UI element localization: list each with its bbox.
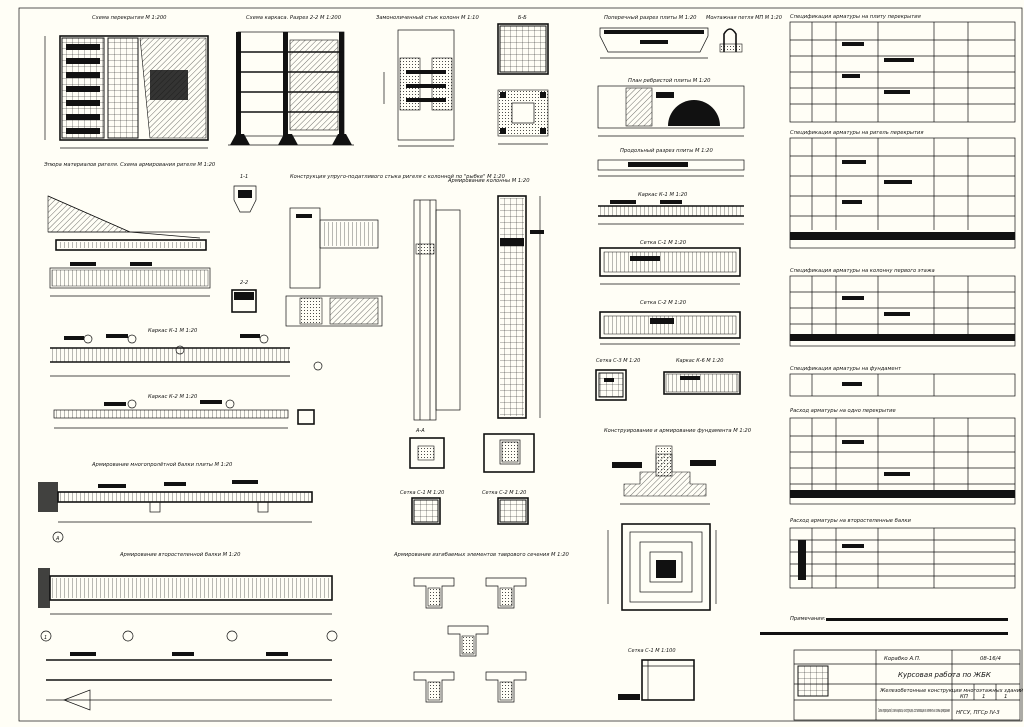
beam-reinf-drawing: Армирование многопролётной балки плиты М…: [38, 462, 313, 543]
mesh-c1-drawing: Сетка С-1 М 1:20: [599, 240, 741, 285]
sec-a-a-label: А-А: [415, 428, 425, 434]
sec-1-1-label: 1-1: [240, 174, 248, 180]
mesh-c2-drawing: Сетка С-2 М 1:20: [599, 300, 741, 345]
column-reinf-caption: Армирование колонны М 1:20: [447, 178, 530, 184]
mesh-col1-caption: Сетка С-1 М 1:20: [400, 490, 444, 496]
spec-title-foundation: Спецификация арматуры на фундамент: [790, 366, 902, 372]
cage-k6-caption: Каркас К-6 М 1:20: [676, 358, 723, 364]
title-block: Корабко А.П. 08-16/4 Курсовая работа по …: [793, 649, 1024, 721]
column-meshes: Сетка С-1 М 1:20 Сетка С-2 М 1:20: [400, 490, 529, 525]
spec-table-secondary: Расход арматуры на второстепенные балки: [789, 518, 1016, 589]
notes-caption: Примечания:: [790, 616, 826, 622]
slab-cross-section: Поперечный разрез плиты М 1:20: [599, 15, 709, 59]
column-sections: А-А: [409, 428, 535, 473]
cage-kp2-drawing: Каркас К-2 М 1:20: [53, 394, 315, 429]
secondary-beam-drawing: Армирование второстепенной балки М 1:20 …: [38, 552, 338, 711]
frame-section-drawing: Схема каркаса. Разрез 2-2 М 1:200: [228, 15, 354, 146]
cage-k1-drawing: Каркас К-1 М 1:20: [598, 192, 744, 225]
beam-reinf-caption: Армирование многопролётной балки плиты М…: [91, 462, 233, 468]
spec-title-column: Спецификация арматуры на колонну первого…: [790, 268, 935, 274]
rigel-epure-caption: Эпюра материалов ригеля. Схема армирован…: [43, 162, 216, 168]
notes-block: Примечания:: [760, 616, 1008, 635]
slab-plan-caption: План ребристой плиты М 1:20: [628, 78, 711, 84]
sheet-frame: [18, 7, 1023, 722]
rigel-joint-drawing: Конструкция упруго-податливого стыка риг…: [285, 174, 506, 327]
mesh-c3-drawing: Сетка С-3 М 1:20: [595, 358, 640, 401]
spec-title-floor: Расход арматуры на одно перекрытие: [790, 408, 896, 414]
slab-plan-drawing: План ребристой плиты М 1:20: [597, 78, 745, 137]
title-code: 08-16/4: [980, 656, 1001, 662]
slab-section-caption: Поперечный разрез плиты М 1:20: [604, 15, 697, 21]
tee-elements-drawing: Армирование изгибаемых элементов таврово…: [393, 552, 570, 703]
mesh-c3-caption: Сетка С-3 М 1:20: [596, 358, 640, 364]
spec-table-column: Спецификация арматуры на колонну первого…: [789, 268, 1016, 347]
column-reinf-drawing: Армирование колонны М 1:20: [413, 178, 544, 421]
rigel-joint-caption: Конструкция упруго-податливого стыка риг…: [290, 174, 506, 180]
column-section-grid: Б-Б: [497, 15, 549, 145]
secondary-beam-caption: Армирование второстепенной балки М 1:20: [119, 552, 241, 558]
sec-2-2-label: 2-2: [240, 280, 248, 286]
rigel-sections: 1-1 2-2: [231, 174, 257, 313]
floor-plan-drawing: Схема перекрытия М 1:200: [44, 15, 209, 149]
title-subject: Железобетонные конструкции многоэтажных …: [879, 688, 1024, 694]
mesh-c1-caption: Сетка С-1 М 1:20: [640, 240, 687, 246]
title-sheets: 1: [1004, 694, 1007, 700]
title-author: Корабко А.П.: [884, 656, 921, 662]
mesh-c2-caption: Сетка С-2 М 1:20: [640, 300, 687, 306]
cage-kp1-caption: Каркас К-1 М 1:20: [148, 328, 198, 334]
spec-title-secondary: Расход арматуры на второстепенные балки: [790, 518, 911, 524]
spec-title-slab: Спецификация арматуры на плиту перекрыти…: [790, 14, 921, 20]
spec-title-rigel: Спецификация арматуры на ригель перекрыт…: [790, 130, 924, 136]
cage-kp1-drawing: Каркас К-1 М 1:20: [50, 328, 323, 377]
title-project: Курсовая работа по ЖБК: [898, 671, 992, 679]
title-org: НГСУ, ПГСр IV-3: [956, 710, 1000, 716]
slab-long-caption: Продольный разрез плиты М 1:20: [620, 148, 713, 154]
title-stage: КП: [960, 694, 968, 700]
cage-k6-drawing: Каркас К-6 М 1:20: [663, 358, 741, 395]
spec-table-rigel: Спецификация арматуры на ригель перекрыт…: [789, 130, 1016, 249]
column-joint-caption: Замоноличенный стык колонн М 1:10: [376, 15, 479, 21]
foundation-plan: [607, 523, 717, 611]
cage-k1-caption: Каркас К-1 М 1:20: [638, 192, 688, 198]
spec-table-floor: Расход арматуры на одно перекрытие: [789, 408, 1016, 505]
spec-table-foundation: Спецификация арматуры на фундамент: [789, 366, 1016, 397]
foundation-caption: Конструирование и армирование фундамента…: [604, 428, 752, 434]
frame-caption: Схема каркаса. Разрез 2-2 М 1:200: [246, 15, 342, 21]
cage-kp2-caption: Каркас К-2 М 1:20: [148, 394, 198, 400]
axis-1-label: 1: [44, 635, 47, 641]
rigel-epure-drawing: Эпюра материалов ригеля. Схема армирован…: [43, 162, 216, 297]
sec-b-b-label: Б-Б: [518, 15, 527, 21]
tee-elements-caption: Армирование изгибаемых элементов таврово…: [393, 552, 570, 558]
slab-long-section: Продольный разрез плиты М 1:20: [597, 148, 745, 177]
title-sheet: 1: [982, 694, 985, 700]
floor-plan-caption: Схема перекрытия М 1:200: [92, 15, 167, 21]
mount-loop-caption: Монтажная петля МП М 1:20: [706, 15, 782, 21]
mesh-col2-caption: Сетка С-2 М 1:20: [482, 490, 526, 496]
foundation-section: Конструирование и армирование фундамента…: [604, 428, 752, 505]
spec-table-slab: Спецификация арматуры на плиту перекрыти…: [789, 14, 1016, 123]
mesh-c4-caption: Сетка С-1 М 1:100: [628, 648, 676, 654]
axis-a-label: А: [55, 536, 60, 542]
title-contents: Схема перекрытий, схема каркаса, констру…: [878, 708, 950, 714]
column-joint-drawing: Замоноличенный стык колонн М 1:10: [376, 15, 479, 147]
mount-loop: Монтажная петля МП М 1:20: [706, 15, 782, 53]
mesh-c4-drawing: Сетка С-1 М 1:100: [618, 648, 695, 701]
